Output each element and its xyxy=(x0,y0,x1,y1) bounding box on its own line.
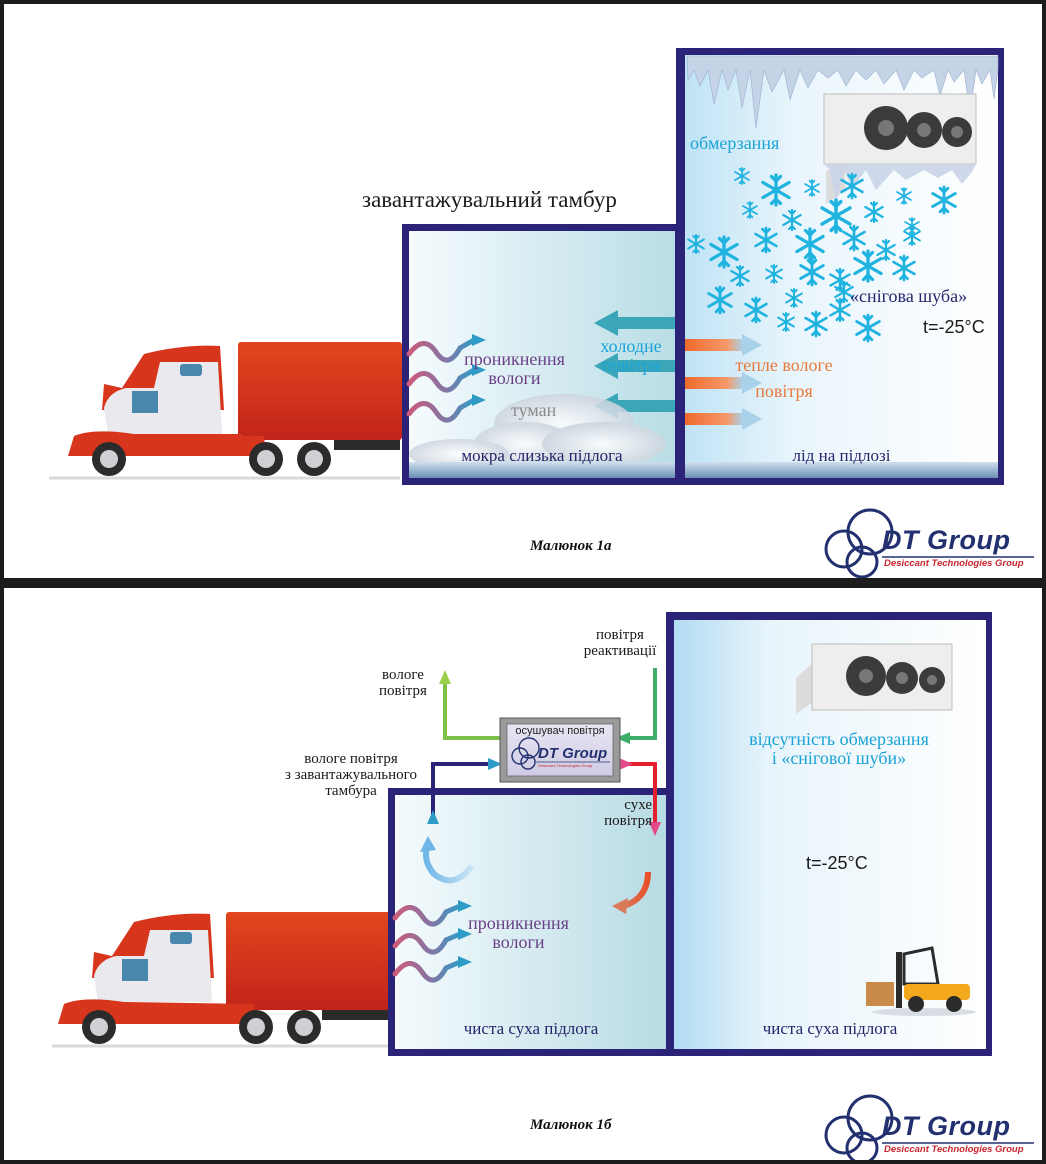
vestibule-air-line-1: вологе повітря xyxy=(304,751,398,767)
wet-floor-strip xyxy=(409,462,675,478)
moisture-ingress-line-1: проникнення xyxy=(468,913,569,933)
forklift xyxy=(866,946,976,1016)
moisture-ingress-line-2: вологи xyxy=(488,367,541,388)
cold-air-line-2: повітря xyxy=(602,354,660,375)
warm-air-line-2: повітря xyxy=(755,381,813,402)
figure-1b-panel: вологе повітря повітря реактивації волог… xyxy=(0,582,1046,1164)
dt-group-logo-title: DT Group xyxy=(882,525,1011,555)
moisture-ingress-label: проникнення вологи xyxy=(452,350,577,388)
air-dryer-logo-text: DT Group xyxy=(538,745,608,762)
reactivation-air-label: повітря реактивації xyxy=(570,627,670,660)
warm-air-arrows xyxy=(685,334,762,430)
truck xyxy=(49,342,402,480)
fog-cloud xyxy=(409,394,666,469)
vestibule-title: завантажувальний тамбур xyxy=(362,187,617,212)
ice-floor-strip xyxy=(685,462,998,478)
temperature-label: t=-25°C xyxy=(923,317,985,337)
frosting-label: обмерзання xyxy=(690,133,780,153)
dry-air-arrowhead xyxy=(612,898,628,914)
dry-air-curl-arrow xyxy=(622,871,651,909)
vestibule-air-line-2: з завантажувального xyxy=(285,766,417,783)
figure-1a-drawing xyxy=(49,48,1034,578)
vestibule-air-intake-duct xyxy=(431,762,492,820)
clean-floor-right-label: чиста суха підлога xyxy=(762,1019,898,1038)
vestibule-air-label: вологе повітря з завантажувального тамбу… xyxy=(266,751,436,799)
no-frost-label: відсутність обмерзання і «снігової шуби» xyxy=(704,730,974,768)
moisture-ingress-line-2: вологи xyxy=(492,931,545,952)
cold-air-line-1: холодне xyxy=(600,336,662,356)
temperature-label: t=-25°C xyxy=(806,853,868,873)
air-dryer-title: осушувач повітря xyxy=(515,725,605,737)
clean-floor-left-label: чиста суха підлога xyxy=(463,1019,599,1038)
air-dryer-unit xyxy=(499,717,621,783)
no-frost-line-1: відсутність обмерзання xyxy=(749,729,929,749)
figure-1b-drawing xyxy=(52,612,1034,1160)
dt-group-logo-subtitle: Desiccant Technologies Group xyxy=(884,1144,1024,1155)
moisture-arrowheads xyxy=(472,334,486,406)
moisture-waves xyxy=(392,903,463,983)
humid-air-out-label: вологе повітря xyxy=(368,667,438,700)
snow-coat-label: «снігова шуба» xyxy=(850,286,968,306)
ice-floor-label: лід на підлозі xyxy=(792,446,891,465)
dt-group-logo-subtitle: Desiccant Technologies Group xyxy=(884,558,1024,569)
fog-label: туман xyxy=(511,400,557,420)
dry-air-line-1: сухе xyxy=(624,797,652,813)
figure-1a-caption: Малюнок 1а xyxy=(530,538,612,554)
dry-air-line-2: повітря xyxy=(604,812,652,829)
figure-1b-caption: Малюнок 1б xyxy=(530,1117,612,1133)
dt-group-logo-title: DT Group xyxy=(882,1111,1011,1141)
no-frost-line-2: і «снігової шуби» xyxy=(771,747,907,768)
evaporator-unit xyxy=(823,93,977,204)
cold-air-label: холодне повітря xyxy=(586,337,676,375)
dt-group-logo-icon xyxy=(824,508,894,578)
warm-air-line-1: тепле вологе xyxy=(735,355,833,375)
rising-air-arrowhead xyxy=(420,836,436,852)
reactivation-air-line-2: реактивації xyxy=(583,642,657,659)
wet-floor-label: мокра слизька підлога xyxy=(461,446,623,465)
dry-air-label: сухе повітря xyxy=(592,797,652,830)
duct-arrowheads xyxy=(427,670,661,836)
dt-group-logo-icon xyxy=(824,1094,894,1160)
moisture-arrowheads xyxy=(458,900,472,968)
rising-air-curl-arrow xyxy=(423,842,475,884)
humid-air-exhaust-duct xyxy=(443,678,501,740)
air-dryer-logo-subtitle: Desiccant Technologies Group xyxy=(538,763,593,768)
truck xyxy=(52,912,392,1048)
warm-air-label: тепле вологе повітря xyxy=(719,352,849,404)
moisture-ingress-line-1: проникнення xyxy=(464,349,565,369)
moisture-ingress-label: проникнення вологи xyxy=(456,914,581,952)
humid-air-out-line-1: вологе xyxy=(382,667,424,683)
humid-air-out-line-2: повітря xyxy=(379,682,427,699)
evaporator-unit xyxy=(796,643,953,714)
reactivation-air-duct xyxy=(622,668,657,740)
figure-1a-panel: завантажувальний тамбур обмерзання «сніг… xyxy=(0,0,1046,584)
air-ducts xyxy=(431,668,657,828)
reactivation-air-line-1: повітря xyxy=(596,627,644,643)
moisture-waves xyxy=(406,337,477,423)
vestibule-air-line-3: тамбура xyxy=(325,782,377,799)
